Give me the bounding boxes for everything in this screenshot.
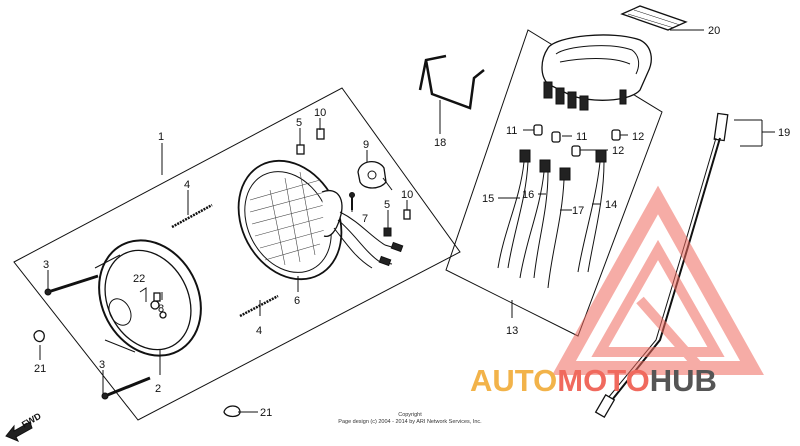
watermark-auto: AUTO <box>470 363 558 398</box>
watermark-hub: HUB <box>649 363 717 398</box>
callout-9: 9 <box>363 139 369 151</box>
callout-3-lower: 3 <box>99 359 105 371</box>
callout-13: 13 <box>506 325 518 337</box>
leader-lines-right <box>439 29 775 318</box>
speedometer[interactable] <box>541 34 652 111</box>
bolt-5-lower[interactable] <box>383 227 392 237</box>
adjusting-spring-lower[interactable] <box>239 294 279 318</box>
callout-11-b: 11 <box>576 131 587 143</box>
callout-21-left: 21 <box>34 363 46 375</box>
callout-8: 8 <box>158 303 164 315</box>
socket-wire-17[interactable] <box>547 167 571 289</box>
callout-7: 7 <box>362 213 368 225</box>
callout-4-lower: 4 <box>256 325 262 337</box>
adjusting-spring-upper[interactable] <box>171 203 213 229</box>
bulb-11-b[interactable] <box>551 131 561 143</box>
callout-4-upper: 4 <box>184 179 190 191</box>
watermark-moto: MOTO <box>557 363 650 398</box>
callout-14: 14 <box>605 199 617 211</box>
fwd-arrow <box>5 421 33 442</box>
callout-5-lower: 5 <box>384 199 390 211</box>
nut-10-lower[interactable] <box>403 209 411 220</box>
clip-21-left[interactable] <box>33 330 45 343</box>
callout-21-bottom: 21 <box>260 407 272 419</box>
watermark-logo: AUTOMOTOHUB <box>470 363 717 399</box>
meter-assembly-frame <box>445 29 663 337</box>
headlight-unit[interactable] <box>219 143 404 298</box>
clip-21-bottom[interactable] <box>223 405 252 418</box>
screw-3-upper[interactable] <box>44 274 99 296</box>
callout-17: 17 <box>572 205 584 217</box>
callout-3-upper: 3 <box>43 259 49 271</box>
meter-bracket[interactable] <box>418 54 485 110</box>
callout-1: 1 <box>158 131 164 143</box>
bolt-5-upper[interactable] <box>296 144 305 155</box>
copyright-line-1: Copyright <box>398 412 422 418</box>
callout-10-lower: 10 <box>401 189 413 201</box>
leader-lines-left <box>39 118 408 413</box>
callout-2: 2 <box>155 383 161 395</box>
bulb-12-a[interactable] <box>611 129 621 141</box>
watermark-triangle-icon <box>552 185 764 375</box>
callout-18: 18 <box>434 137 446 149</box>
bulb-12-b[interactable] <box>571 145 581 157</box>
copyright-notice: Copyright Page design (c) 2004 - 2014 by… <box>300 412 520 426</box>
meter-label-plate[interactable] <box>620 5 688 31</box>
headlight-case[interactable] <box>79 222 220 373</box>
callout-15: 15 <box>482 193 494 205</box>
callout-10-upper: 10 <box>314 107 326 119</box>
callout-16: 16 <box>522 189 534 201</box>
bulb-11-a[interactable] <box>533 124 543 136</box>
callout-11-a: 11 <box>506 125 517 137</box>
socket-wire-15[interactable] <box>497 149 531 269</box>
headlight-assembly-frame <box>13 87 461 421</box>
callout-12-b: 12 <box>612 145 624 157</box>
socket-wire-16[interactable] <box>519 159 551 279</box>
callout-12-a: 12 <box>632 131 644 143</box>
screw-3-lower[interactable] <box>101 376 151 400</box>
nut-10-upper[interactable] <box>316 128 325 140</box>
callout-20: 20 <box>708 25 720 37</box>
callout-5-upper: 5 <box>296 117 302 129</box>
copyright-line-2: Page design (c) 2004 - 2014 by ARI Netwo… <box>338 419 482 425</box>
callout-19: 19 <box>778 127 790 139</box>
callout-6: 6 <box>294 295 300 307</box>
headlight-socket[interactable] <box>357 161 393 191</box>
bracket-22[interactable] <box>139 287 161 302</box>
callout-22: 22 <box>133 273 145 285</box>
